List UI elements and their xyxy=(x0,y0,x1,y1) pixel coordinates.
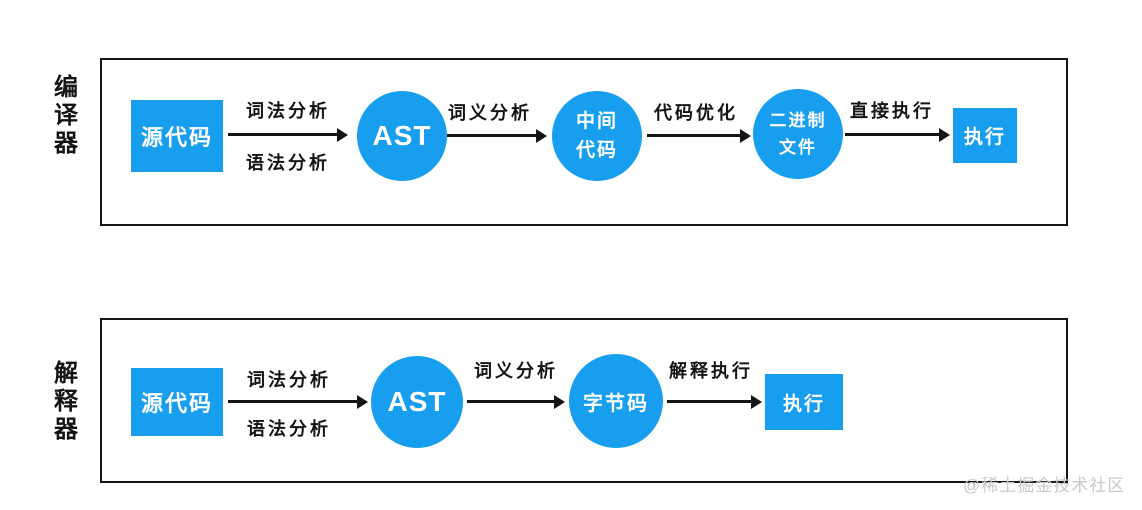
interpreter-edge-syntax-analysis-label: 语法分析 xyxy=(247,419,331,439)
interpreter-node-source-code: 源代码 xyxy=(131,368,223,436)
compiler-arrow-binary-to-execute xyxy=(845,127,950,142)
interpreter-node-execute: 执行 xyxy=(765,374,843,430)
compiler-section-label: 编译器 xyxy=(54,74,78,157)
compiler-edge-semantic-analysis-label: 词义分析 xyxy=(448,103,532,123)
interpreter-node-bytecode: 字节码 xyxy=(569,354,663,448)
compiler-node-binary-file: 二进制 文件 xyxy=(753,89,843,179)
compiler-edge-syntax-analysis-label: 语法分析 xyxy=(246,153,330,173)
compiler-arrow-intermediate-to-binary xyxy=(647,128,751,143)
interpreter-arrow-source-to-ast xyxy=(228,394,368,409)
compiler-node-execute: 执行 xyxy=(953,108,1017,163)
compiler-arrow-source-to-ast xyxy=(228,127,348,142)
compiler-arrow-ast-to-intermediate xyxy=(447,128,547,143)
interpreter-node-ast: AST xyxy=(371,356,463,448)
interpreter-edge-interpret-execution-label: 解释执行 xyxy=(669,361,753,381)
interpreter-arrow-bytecode-to-execute xyxy=(667,394,762,409)
juejin-watermark: @稀土掘金技术社区 xyxy=(963,476,1126,495)
compiler-node-ast: AST xyxy=(357,91,447,181)
interpreter-edge-lexical-analysis-label: 词法分析 xyxy=(247,370,331,390)
compiler-edge-direct-execution-label: 直接执行 xyxy=(850,101,934,121)
compiler-node-intermediate-code: 中间 代码 xyxy=(552,91,642,181)
compiler-edge-code-optimization-label: 代码优化 xyxy=(654,103,738,123)
compiler-node-source-code: 源代码 xyxy=(131,100,223,172)
interpreter-section-label: 解释器 xyxy=(54,360,78,443)
interpreter-edge-semantic-analysis-label: 词义分析 xyxy=(474,361,558,381)
interpreter-arrow-ast-to-bytecode xyxy=(467,394,565,409)
compiler-edge-lexical-analysis-label: 词法分析 xyxy=(246,101,330,121)
